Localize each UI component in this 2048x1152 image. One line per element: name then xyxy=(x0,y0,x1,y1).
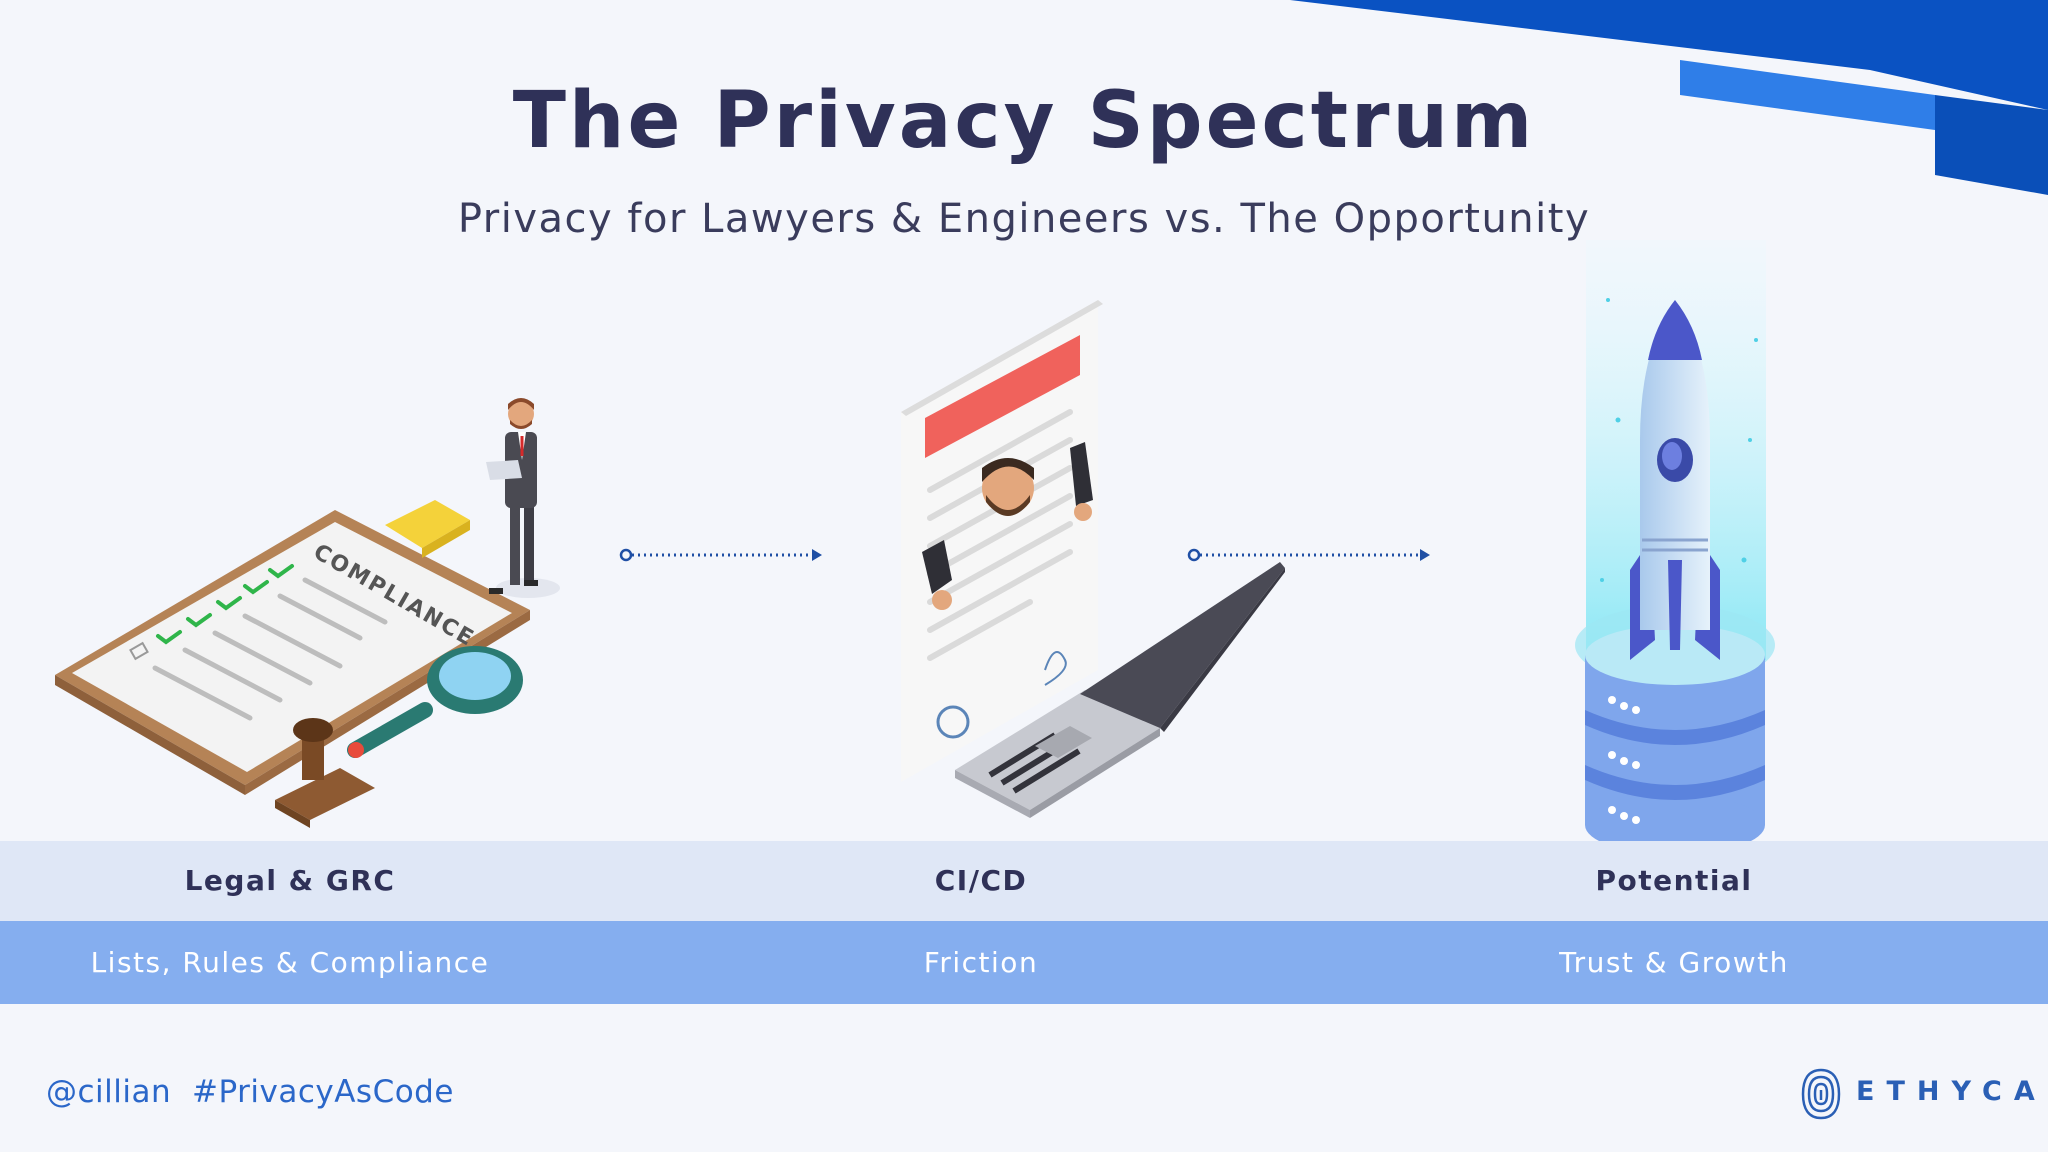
compliance-clipboard-icon: COMPLIANCE xyxy=(55,398,560,828)
logo-text: ETHYCA xyxy=(1856,1076,2047,1107)
fingerprint-icon xyxy=(1801,1068,1841,1120)
arrow-right-icon xyxy=(619,548,822,562)
corner-decoration xyxy=(1290,0,2048,195)
arrow-right-icon xyxy=(1187,548,1430,562)
page-title: The Privacy Spectrum xyxy=(512,76,1536,166)
rocket-database-icon xyxy=(1575,240,1775,850)
column-label-legal: Legal & GRC xyxy=(184,864,396,897)
category-band: Legal & GRC CI/CD Potential xyxy=(0,841,2048,921)
document-laptop-icon xyxy=(901,300,1285,818)
footer-hashtag: #PrivacyAsCode xyxy=(192,1074,454,1110)
ethyca-logo: ETHYCA xyxy=(1800,1066,2035,1122)
column-desc-cicd: Friction xyxy=(923,946,1039,979)
column-desc-legal: Lists, Rules & Compliance xyxy=(90,946,490,979)
column-label-potential: Potential xyxy=(1595,864,1753,897)
footer-handle: @cillian xyxy=(46,1074,172,1110)
description-band: Lists, Rules & Compliance Friction Trust… xyxy=(0,921,2048,1004)
page-subtitle: Privacy for Lawyers & Engineers vs. The … xyxy=(457,196,1591,242)
column-desc-potential: Trust & Growth xyxy=(1559,946,1789,979)
column-label-cicd: CI/CD xyxy=(934,864,1028,897)
